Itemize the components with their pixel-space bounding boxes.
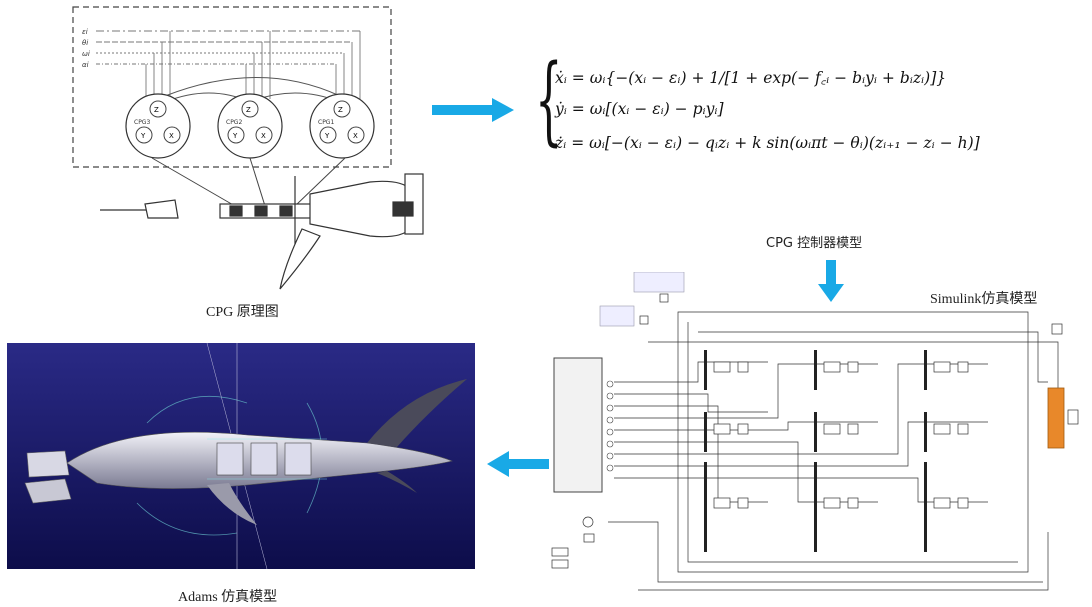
equation-z: żᵢ = ωᵢ[−(xᵢ − εᵢ) − qᵢzᵢ + k sin(ωᵢπt −… xyxy=(555,134,980,152)
svg-text:CPG3: CPG3 xyxy=(134,119,150,126)
cpg-unit-2: Z Y X CPG2 xyxy=(218,94,282,158)
cpg-unit-3: Z Y X CPG3 xyxy=(126,94,190,158)
svg-text:Z: Z xyxy=(154,106,159,114)
equation-y: ẏᵢ = ωᵢ[(xᵢ − εᵢ) − pᵢyᵢ] xyxy=(555,100,724,118)
svg-text:Z: Z xyxy=(246,106,251,114)
svg-text:CPG1: CPG1 xyxy=(318,119,334,126)
caption-cpg-controller-model: CPG 控制器模型 xyxy=(766,232,862,251)
svg-text:CPG2: CPG2 xyxy=(226,119,242,126)
cpg-principle-diagram: εi θi ωi αi Z Y X CPG3 Z Y X CPG2 Z Y X … xyxy=(70,4,430,294)
svg-text:X: X xyxy=(353,132,358,140)
equation-block: { ẋᵢ = ωᵢ{−(xᵢ − εᵢ) + 1/[1 + exp(− f꜀ᵢ … xyxy=(535,58,1075,168)
fish-skeleton-drawing xyxy=(100,174,423,289)
svg-text:X: X xyxy=(169,132,174,140)
arrow-right-icon xyxy=(432,98,514,122)
svg-text:X: X xyxy=(261,132,266,140)
arrow-left-icon xyxy=(487,451,549,477)
adams-simulation-render xyxy=(7,343,475,569)
input-label-epsilon: εi xyxy=(82,28,88,36)
equation-x: ẋᵢ = ωᵢ{−(xᵢ − εᵢ) + 1/[1 + exp(− f꜀ᵢ − … xyxy=(555,66,946,88)
svg-text:Y: Y xyxy=(140,132,146,140)
cpg-unit-1: Z Y X CPG1 xyxy=(310,94,374,158)
svg-text:Y: Y xyxy=(232,132,238,140)
svg-text:Z: Z xyxy=(338,106,343,114)
input-label-alpha: αi xyxy=(82,61,89,69)
svg-text:Y: Y xyxy=(324,132,330,140)
simulink-block-diagram xyxy=(548,272,1088,604)
input-label-theta: θi xyxy=(82,39,88,47)
input-label-omega: ωi xyxy=(82,50,90,58)
caption-cpg-principle: CPG 原理图 xyxy=(206,301,279,321)
caption-adams-model: Adams 仿真模型 xyxy=(178,586,277,606)
